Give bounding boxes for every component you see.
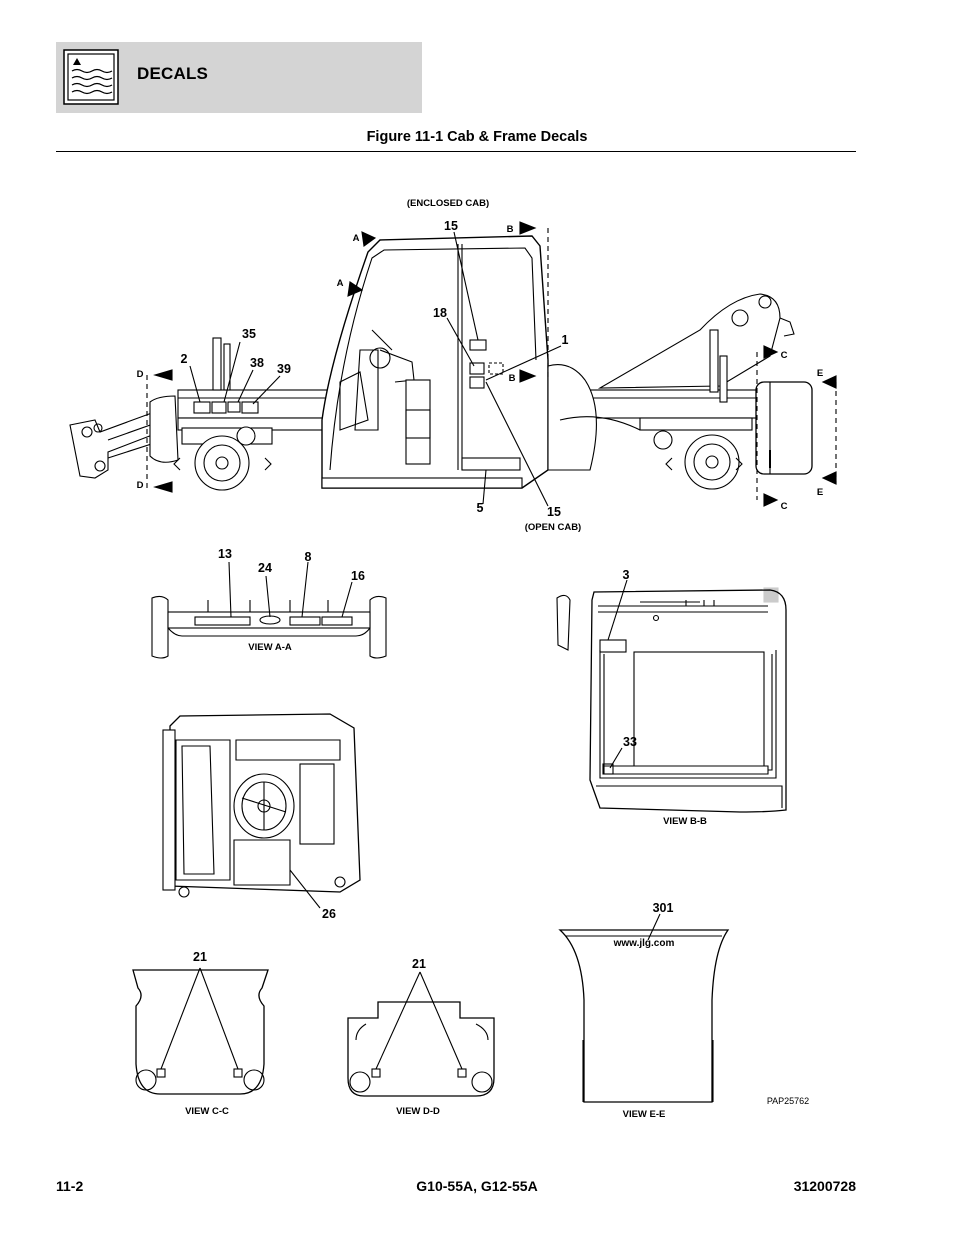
section-marker-d-bottom: D: [137, 480, 144, 491]
drawing-reference-number: PAP25762: [767, 1096, 809, 1106]
section-marker-e-top: E: [817, 368, 823, 379]
view-bb-drawing: [556, 579, 787, 813]
title-rule: [56, 151, 856, 152]
section-marker-a-top: A: [353, 233, 360, 244]
section-marker-e-bottom: E: [817, 487, 823, 498]
callout-33: 33: [623, 735, 637, 749]
callout-21-view-dd: 21: [412, 957, 426, 971]
model-numbers: G10-55A, G12-55A: [416, 1178, 538, 1194]
callout-15-bottom: 15: [547, 505, 561, 519]
callout-38: 38: [250, 356, 264, 370]
section-marker-c-top: C: [781, 350, 788, 361]
callout-3: 3: [623, 568, 630, 582]
main-side-view: [69, 221, 837, 507]
view-bb-label: VIEW B-B: [663, 816, 707, 827]
callout-39: 39: [277, 362, 291, 376]
section-title: DECALS: [137, 64, 209, 83]
callout-35: 35: [242, 327, 256, 341]
enclosed-cab-label: (ENCLOSED CAB): [407, 198, 489, 209]
view-aa-label: VIEW A-A: [248, 642, 292, 653]
jlg-url-decal: www.jlg.com: [613, 938, 675, 949]
callout-15-top: 15: [444, 219, 458, 233]
callout-2: 2: [181, 352, 188, 366]
callout-1: 1: [562, 333, 569, 347]
page-number: 11-2: [56, 1178, 84, 1194]
section-marker-c-bottom: C: [781, 501, 788, 512]
section-marker-a-bottom: A: [337, 278, 344, 289]
callout-5: 5: [477, 501, 484, 515]
callout-301: 301: [653, 901, 674, 915]
open-cab-label: (OPEN CAB): [525, 522, 581, 533]
section-marker-d-top: D: [137, 369, 144, 380]
section-marker-b-top: B: [507, 224, 514, 235]
callout-8: 8: [305, 550, 312, 564]
section-marker-b-bottom: B: [509, 373, 516, 384]
decal-section-icon: [63, 49, 119, 105]
callout-18: 18: [433, 306, 447, 320]
view-ee-label: VIEW E-E: [623, 1109, 666, 1120]
view-cc-drawing: [132, 967, 269, 1095]
figure-title: Figure 11-1 Cab & Frame Decals: [366, 129, 588, 145]
callout-24: 24: [258, 561, 272, 575]
view-ee-drawing: [558, 913, 730, 1103]
cab-interior-drawing: [162, 713, 361, 909]
callout-21-view-cc: 21: [193, 950, 207, 964]
view-cc-label: VIEW C-C: [185, 1106, 229, 1117]
view-dd-drawing: [347, 971, 495, 1097]
callout-26: 26: [322, 907, 336, 921]
callout-13: 13: [218, 547, 232, 561]
document-number: 31200728: [793, 1178, 856, 1194]
callout-16: 16: [351, 569, 365, 583]
view-dd-label: VIEW D-D: [396, 1106, 440, 1117]
view-aa-drawing: [151, 561, 387, 659]
